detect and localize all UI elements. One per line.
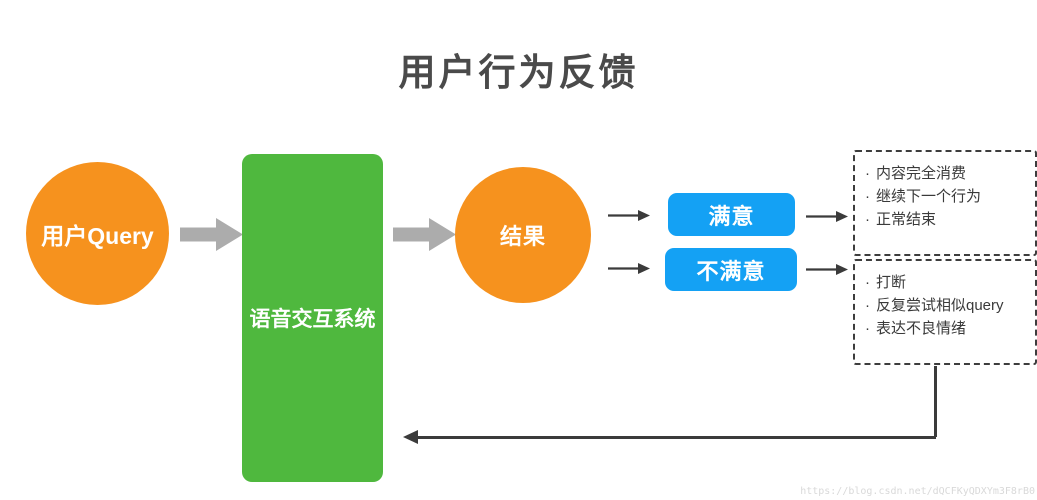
- outcome-item: · 内容完全消费: [865, 162, 1027, 185]
- outcome-item-text: 内容完全消费: [876, 165, 967, 182]
- outcome-box-unsatisfied: · 打断 · 反复尝试相似query · 表达不良情绪: [853, 259, 1037, 365]
- node-result: 结果: [455, 167, 591, 303]
- node-user-query: 用户Query: [26, 162, 169, 305]
- node-unsatisfied: 不满意: [665, 248, 797, 291]
- outcome-item-text: 反复尝试相似query: [876, 297, 1004, 314]
- bullet-icon: ·: [865, 320, 870, 337]
- arrow-right-icon: [608, 262, 650, 275]
- arrow-right-icon: [608, 209, 650, 222]
- bullet-icon: ·: [865, 211, 870, 228]
- outcome-item: · 反复尝试相似query: [865, 294, 1027, 317]
- outcome-item-text: 正常结束: [876, 211, 937, 228]
- watermark: https://blog.csdn.net/dQCFKyQDXYm3F8rB0: [800, 486, 1035, 497]
- page-title: 用户行为反馈: [398, 52, 639, 93]
- block-arrow-right-icon: [393, 216, 456, 253]
- bullet-icon: ·: [865, 188, 870, 205]
- bullet-icon: ·: [865, 274, 870, 291]
- feedback-line-vertical: [934, 366, 937, 437]
- node-user-query-label: 用户Query: [41, 222, 154, 249]
- outcome-item: · 打断: [865, 271, 1027, 294]
- outcome-item-text: 表达不良情绪: [876, 320, 967, 337]
- node-voice-system: 语音交互系统: [242, 154, 383, 482]
- node-result-label: 结果: [499, 224, 546, 249]
- node-unsatisfied-label: 不满意: [696, 258, 766, 284]
- outcome-item-text: 打断: [876, 274, 907, 291]
- outcome-item: · 继续下一个行为: [865, 185, 1027, 208]
- node-satisfied: 满意: [668, 193, 795, 236]
- outcome-item: · 表达不良情绪: [865, 317, 1027, 340]
- node-satisfied-label: 满意: [708, 203, 755, 229]
- node-voice-system-label: 语音交互系统: [249, 308, 376, 331]
- feedback-line-horizontal: [416, 436, 936, 439]
- block-arrow-right-icon: [180, 216, 243, 253]
- arrow-right-icon: [806, 263, 848, 276]
- bullet-icon: ·: [865, 165, 870, 182]
- arrow-right-icon: [806, 210, 848, 223]
- outcome-box-satisfied: · 内容完全消费 · 继续下一个行为 · 正常结束: [853, 150, 1037, 256]
- outcome-item: · 正常结束: [865, 208, 1027, 231]
- outcome-item-text: 继续下一个行为: [876, 188, 982, 205]
- bullet-icon: ·: [865, 297, 870, 314]
- arrow-left-icon: [403, 430, 418, 444]
